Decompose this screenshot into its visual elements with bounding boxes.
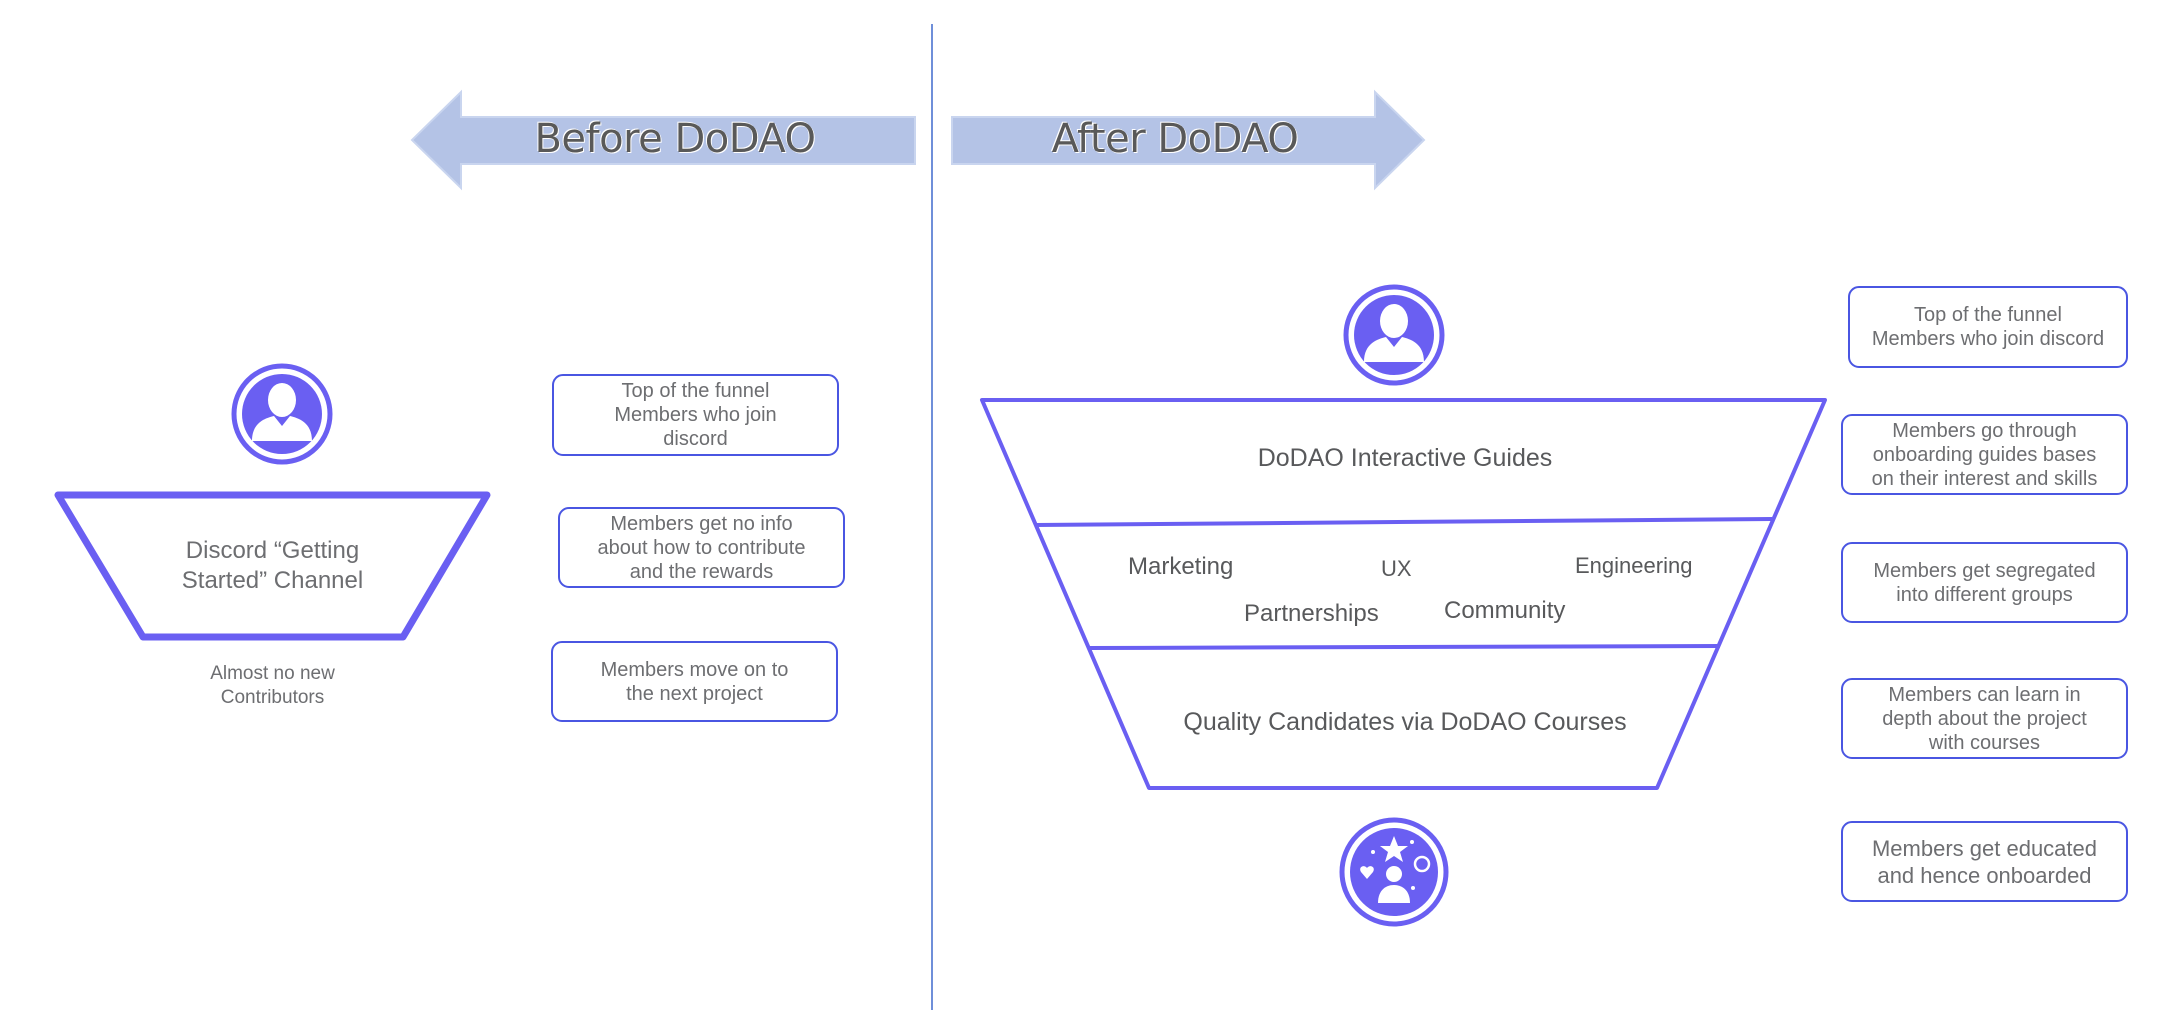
before-user-icon <box>231 363 333 465</box>
group-label-marketing: Marketing <box>1128 553 1234 580</box>
group-label-engineering: Engineering <box>1575 553 1693 578</box>
before-arrow <box>410 89 916 191</box>
before-bottom-caption: Almost no new Contributors <box>210 663 335 708</box>
group-label-partnerships: Partnerships <box>1244 600 1379 627</box>
after-note-educated: Members get educated and hence onboarded <box>1841 821 2128 902</box>
group-label-ux: UX <box>1381 556 1412 581</box>
after-user-icon <box>1343 284 1445 386</box>
after-arrow <box>951 89 1426 191</box>
after-note-courses: Members can learn in depth about the pro… <box>1841 678 2128 759</box>
after-funnel-shape <box>980 398 1827 790</box>
before-arrow-label: Before DoDAO <box>534 116 816 162</box>
after-community-icon <box>1339 817 1449 927</box>
after-note-top-of-funnel: Top of the funnel Members who join disco… <box>1848 286 2128 368</box>
before-note-no-info: Members get no info about how to contrib… <box>558 507 845 588</box>
after-arrow-label: After DoDAO <box>1051 116 1299 162</box>
after-note-segregated: Members get segregated into different gr… <box>1841 542 2128 623</box>
before-note-move-on: Members move on to the next project <box>551 641 838 722</box>
before-funnel-label: Discord “Getting Started” Channel <box>181 537 364 594</box>
after-note-onboarding-guides: Members go through onboarding guides bas… <box>1841 414 2128 495</box>
before-funnel-shape <box>54 491 491 641</box>
funnel-section-quality-candidates: Quality Candidates via DoDAO Courses <box>1183 708 1627 736</box>
funnel-section-interactive-guides: DoDAO Interactive Guides <box>1257 444 1553 472</box>
before-note-top-of-funnel: Top of the funnel Members who join disco… <box>552 374 839 456</box>
group-label-community: Community <box>1444 597 1566 624</box>
